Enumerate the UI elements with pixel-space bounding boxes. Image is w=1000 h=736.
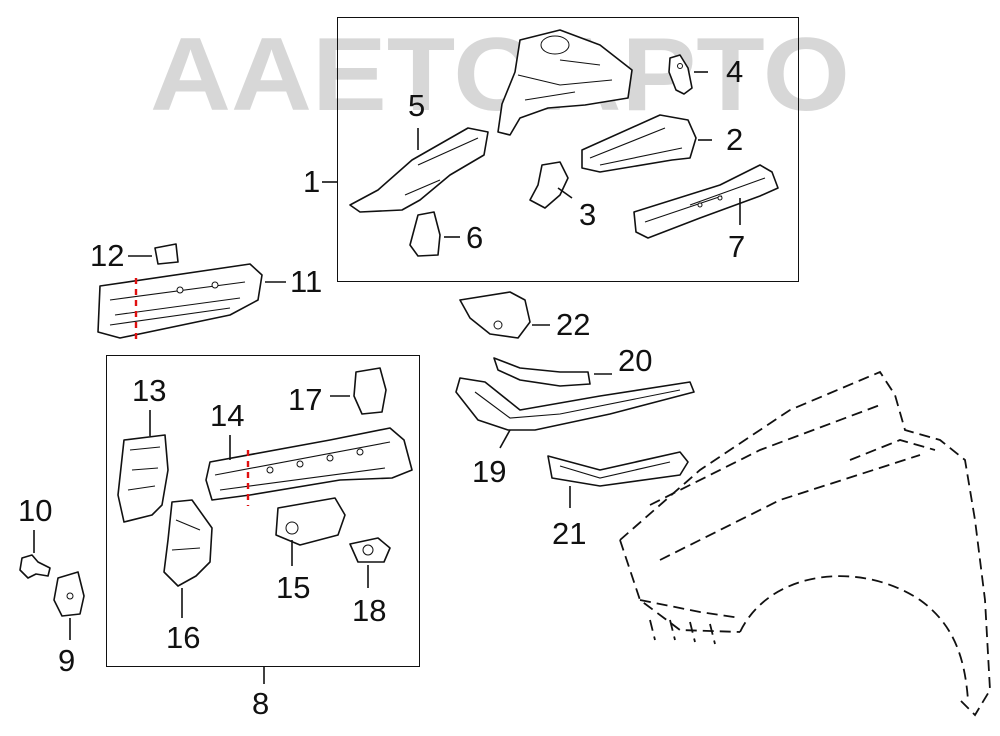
fender-outline bbox=[619, 370, 991, 717]
part-13-bracket bbox=[117, 410, 169, 523]
part-9-plate bbox=[53, 571, 85, 640]
group-8-frame bbox=[106, 355, 420, 667]
callout-6: 6 bbox=[466, 220, 484, 255]
part-6-bracket bbox=[409, 211, 460, 257]
callout-15: 15 bbox=[276, 570, 311, 605]
watermark-text: AAETOAPTO bbox=[150, 18, 850, 118]
callout-19: 19 bbox=[472, 454, 507, 489]
part-21-rail bbox=[547, 451, 689, 508]
part-3-gusset bbox=[529, 161, 573, 209]
callout-16: 16 bbox=[166, 620, 201, 655]
part-18-bracket bbox=[349, 537, 391, 588]
callout-5: 5 bbox=[408, 88, 426, 123]
part-11-rail bbox=[97, 263, 286, 340]
part-14-rail bbox=[205, 427, 413, 506]
callout-7: 7 bbox=[728, 229, 746, 264]
callout-14: 14 bbox=[210, 398, 245, 433]
part-4-bracket bbox=[668, 54, 708, 95]
callout-2: 2 bbox=[726, 122, 744, 157]
part-19-apron-reinforcement bbox=[455, 377, 695, 449]
group-1-frame bbox=[337, 17, 799, 282]
part-5-extension bbox=[349, 127, 489, 213]
part-17-bracket bbox=[330, 367, 387, 415]
part-2-rail bbox=[581, 114, 712, 173]
callout-21: 21 bbox=[552, 516, 587, 551]
callout-11: 11 bbox=[290, 264, 323, 299]
callout-13: 13 bbox=[132, 373, 167, 408]
callout-20: 20 bbox=[618, 343, 653, 378]
callout-9: 9 bbox=[58, 643, 76, 678]
callout-12: 12 bbox=[90, 238, 125, 273]
callout-3: 3 bbox=[579, 197, 597, 232]
watermark-logo: AAETOAPTO bbox=[150, 18, 850, 118]
part-15-bracket bbox=[275, 497, 346, 566]
callout-22: 22 bbox=[556, 307, 591, 342]
callout-1: 1 bbox=[303, 164, 321, 199]
callout-10: 10 bbox=[18, 493, 53, 528]
part-7-rail bbox=[633, 164, 779, 239]
part-12-cap bbox=[128, 243, 179, 265]
callout-18: 18 bbox=[352, 593, 387, 628]
part-16-bracket bbox=[163, 499, 213, 618]
part-apron-upper bbox=[497, 29, 633, 136]
part-22-support bbox=[459, 291, 550, 339]
callout-8: 8 bbox=[252, 686, 270, 721]
part-10-bolt bbox=[19, 530, 51, 579]
callout-4: 4 bbox=[726, 54, 744, 89]
callout-17: 17 bbox=[288, 382, 323, 417]
part-20-rail bbox=[493, 357, 612, 387]
